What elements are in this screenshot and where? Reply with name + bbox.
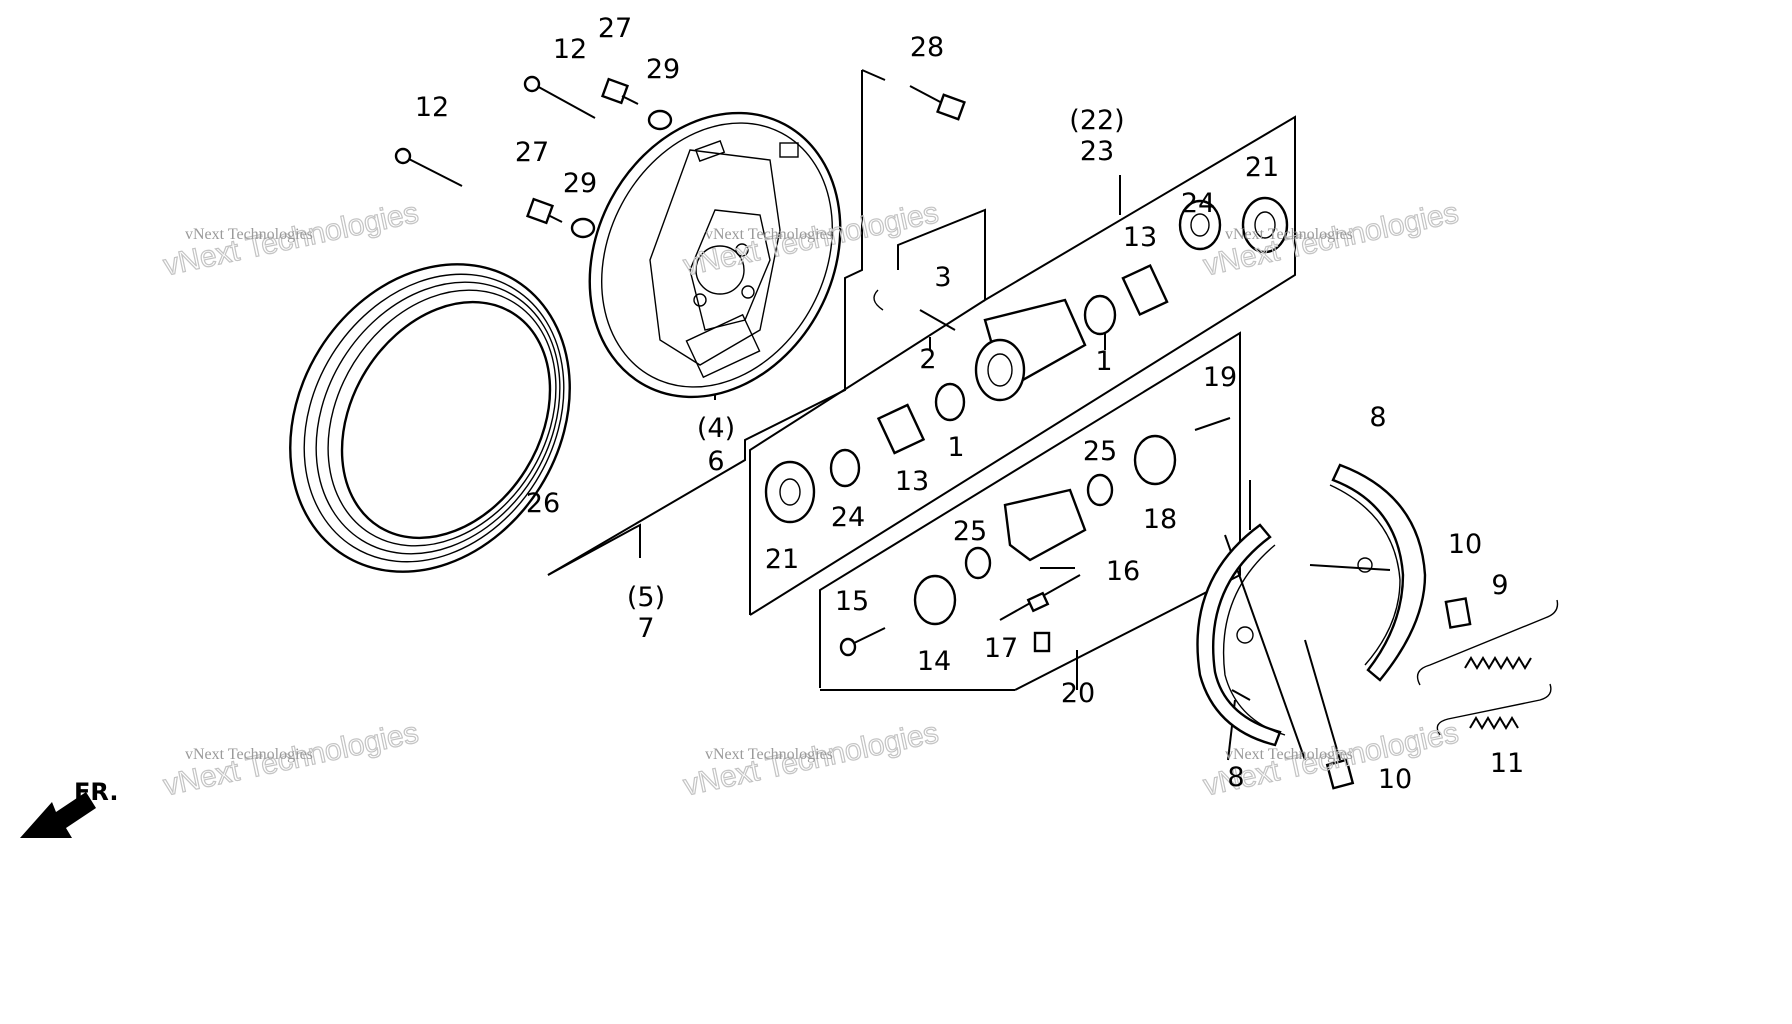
part-callout-1: 1 <box>1095 346 1112 377</box>
watermark-line: vNext Technologies <box>1225 746 1353 763</box>
part-callout-25: 25 <box>953 516 987 547</box>
front-direction-arrow <box>20 792 96 838</box>
bracket-assembly-5 <box>547 523 641 576</box>
part-callout-10: 10 <box>1378 764 1412 795</box>
bracket-assembly-20 <box>819 331 1241 691</box>
watermark-line: vNext Technologies <box>185 746 313 763</box>
part-callout-20: 20 <box>1061 678 1095 709</box>
brake-drum <box>289 263 571 573</box>
part-callout-28: 28 <box>910 32 944 63</box>
part-callout-26: 26 <box>526 488 560 519</box>
part-callout-14: 14 <box>917 646 951 677</box>
part-callout-10: 10 <box>1448 529 1482 560</box>
watermark-line: vNext Technologies <box>705 226 833 243</box>
part-callout-27: 27 <box>515 137 549 168</box>
part-callout-27: 27 <box>598 13 632 44</box>
part-callout-23: 23 <box>1080 136 1114 167</box>
part-callout-29: 29 <box>646 54 680 85</box>
part-callout-24: 24 <box>831 502 865 533</box>
part-callout-19: 19 <box>1203 362 1237 393</box>
backing-plate <box>588 111 842 399</box>
part-callout-17: 17 <box>984 633 1018 664</box>
bracket-cylinder-left <box>897 208 986 300</box>
springs-clips <box>1325 597 1559 790</box>
part-callout-24: 24 <box>1181 188 1215 219</box>
part-callout-8: 8 <box>1227 762 1244 793</box>
front-direction-label: FR. <box>74 778 118 806</box>
part-callout-7: 7 <box>637 613 654 644</box>
part-callout-12: 12 <box>553 34 587 65</box>
part-callout-21: 21 <box>1245 152 1279 183</box>
part-callout-25: 25 <box>1083 436 1117 467</box>
part-callout-3: 3 <box>934 262 951 293</box>
part-callout-13: 13 <box>1123 222 1157 253</box>
part-callout-15: 15 <box>835 586 869 617</box>
part-callout-21: 21 <box>765 544 799 575</box>
part-callout-18: 18 <box>1143 504 1177 535</box>
watermark-line: vNext Technologies <box>705 746 833 763</box>
part-callout-1: 1 <box>947 432 964 463</box>
bracket-cylinder-lower <box>749 299 986 615</box>
watermark-line: vNext Technologies <box>185 226 313 243</box>
part-callout-8: 8 <box>1369 402 1386 433</box>
part-callout-9: 9 <box>1491 570 1508 601</box>
part-callout-4: (4) <box>697 413 735 444</box>
part-callout-11: 11 <box>1490 748 1524 779</box>
part-callout-16: 16 <box>1106 556 1140 587</box>
adjuster-parts <box>839 417 1231 657</box>
watermark-line: vNext Technologies <box>1225 226 1353 243</box>
hardware-bolts <box>394 75 966 239</box>
part-callout-29: 29 <box>563 168 597 199</box>
part-callout-5: (5) <box>627 582 665 613</box>
wheel-cylinder-parts <box>764 196 1289 524</box>
part-callout-13: 13 <box>895 466 929 497</box>
part-callout-6: 6 <box>707 446 724 477</box>
part-callout-12: 12 <box>415 92 449 123</box>
part-callout-2: 2 <box>919 344 936 375</box>
brake-shoes <box>1196 463 1427 747</box>
part-callout-22: (22) <box>1069 105 1124 136</box>
